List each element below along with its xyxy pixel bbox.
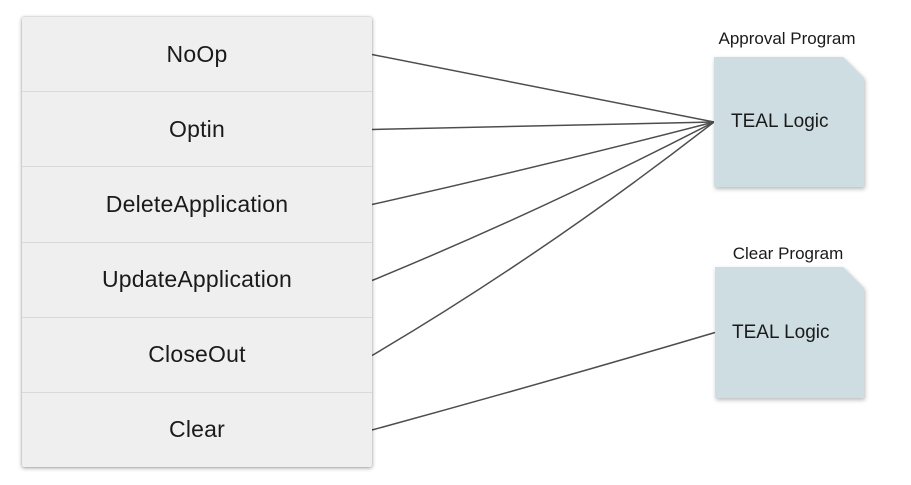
list-item: CloseOut	[22, 318, 372, 393]
approval-program-document: TEAL Logic	[714, 57, 864, 187]
list-item: DeleteApplication	[22, 167, 372, 243]
list-item: Clear	[22, 393, 372, 467]
clear-program-document: TEAL Logic	[715, 267, 864, 398]
list-item-label: DeleteApplication	[105, 190, 289, 217]
clear-program-document-wrap: TEAL Logic	[715, 267, 864, 398]
connector-line	[371, 331, 716, 431]
approval-program-document-wrap: TEAL Logic	[714, 57, 864, 187]
list-item-label: UpdateApplication	[101, 266, 293, 293]
approval-program-title: Approval Program	[718, 29, 856, 48]
connector-line	[371, 121, 715, 131]
list-item: UpdateApplication	[22, 243, 372, 318]
clear-teal-logic-label: TEAL Logic	[732, 321, 830, 343]
list-item-label: NoOp	[166, 40, 228, 67]
clear-program-title: Clear Program	[732, 244, 844, 263]
list-item-label: Optin	[169, 115, 225, 142]
list-item: Optin	[22, 92, 372, 168]
approval-teal-logic-label: TEAL Logic	[731, 111, 829, 132]
connector-line	[371, 121, 715, 206]
list-item-label: CloseOut	[148, 341, 246, 368]
connector-line	[371, 53, 715, 123]
list-item: NoOp	[22, 17, 372, 93]
list-item-label: Clear	[169, 416, 225, 443]
connector-line	[371, 121, 715, 357]
connector-line	[371, 121, 715, 282]
